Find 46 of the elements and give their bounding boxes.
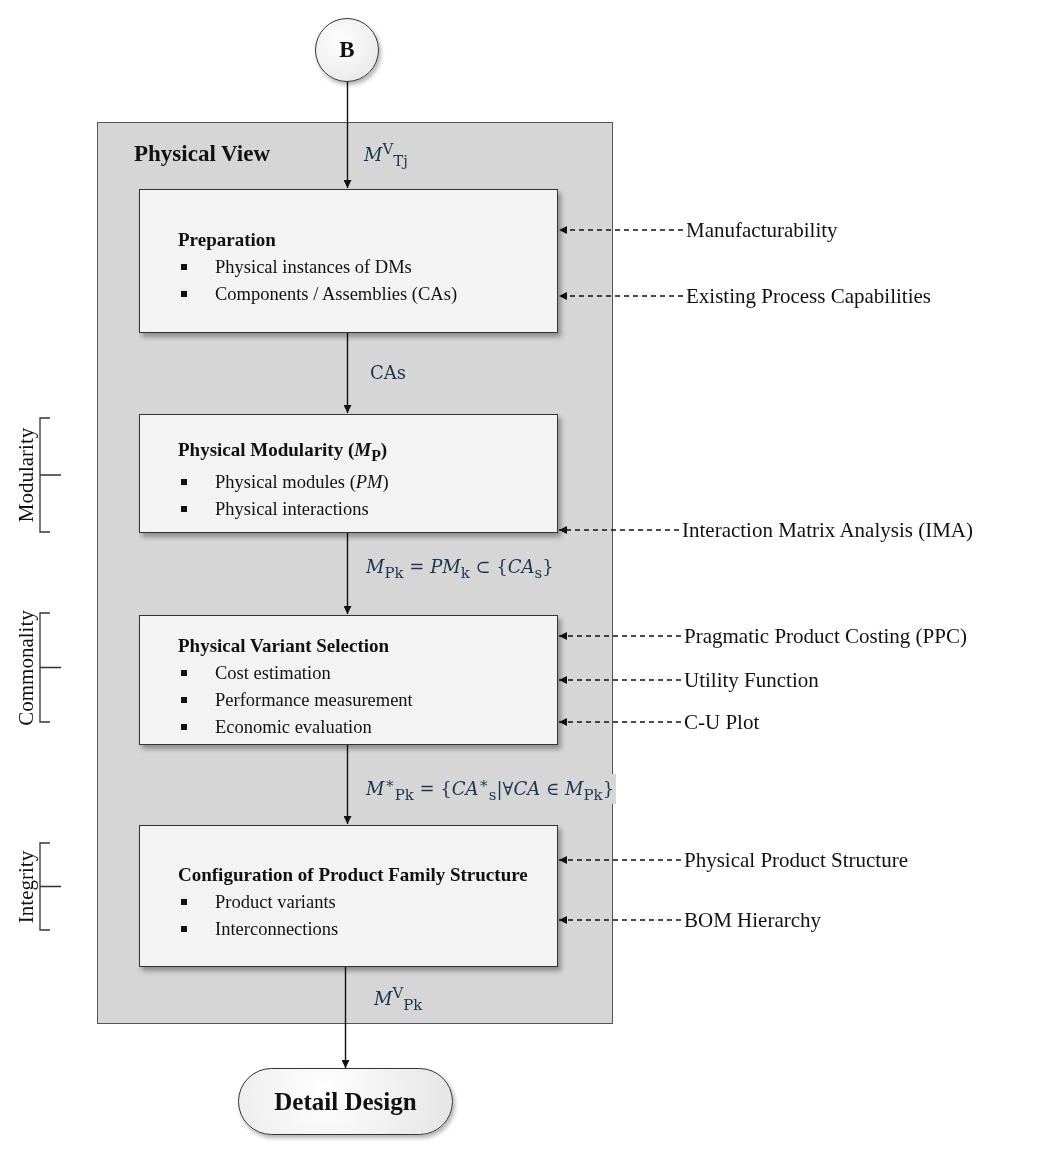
arrow [341,965,350,1069]
bullet-item: Components / Assemblies (CAs) [178,281,541,308]
arrow [343,81,352,189]
input-label: Physical Product Structure [684,845,908,875]
process-box [139,825,558,967]
connector-circle: B [315,18,379,82]
dashed-arrow [558,632,682,640]
arrow [343,531,352,615]
arrow [343,743,352,825]
box-heading: Preparation [178,228,277,251]
bullet-item: Product variants [178,889,541,916]
terminal-box: Detail Design [238,1068,453,1135]
input-label: C-U Plot [684,707,760,737]
dashed-arrow [558,718,682,726]
box-heading: Physical Modularity (M$_{P}$) [178,437,389,466]
input-label: Interaction Matrix Analysis (IMA) [682,515,974,545]
process-box [139,189,558,333]
bullet-item: Interconnections [178,916,541,943]
arrow [343,331,352,414]
dashed-arrow [558,226,684,234]
process-box [139,615,558,745]
dashed-arrow [558,916,682,924]
bullet-item: Performance measurement [178,686,541,714]
dashed-arrow [558,856,682,864]
box-heading: Configuration of Product Family Structure [178,863,529,886]
input-label: Manufacturability [686,215,838,245]
bullet-item: Economic evaluation [178,713,541,741]
input-label: Pragmatic Product Costing (PPC) [684,621,967,651]
input-label: Existing Process Capabilities [686,281,931,311]
bullet-item: Physical instances of DMs [178,254,541,281]
group-label: Commonality [13,609,39,726]
box-heading: Physical Variant Selection [178,633,391,657]
dashed-arrow [558,526,680,534]
edge-label: M$^{∗}$$_{Pk}$ = {CA$^{∗}$$_{s}$|∀CA ∈ M$_{Pk}$} [364,774,617,804]
panel-title: Physical View [134,141,271,167]
bullet-item: Physical modules (PM) [178,469,541,497]
input-label: BOM Hierarchy [684,905,822,935]
input-label: Utility Function [684,665,819,695]
group-label: Modularity [13,427,39,523]
dashed-arrow [558,292,684,300]
view-panel [97,122,613,1024]
dashed-arrow [558,676,682,684]
bullet-item: Cost estimation [178,659,541,687]
group-label: Integrity [13,850,39,923]
process-box [139,414,558,533]
bullet-item: Physical interactions [178,496,541,524]
